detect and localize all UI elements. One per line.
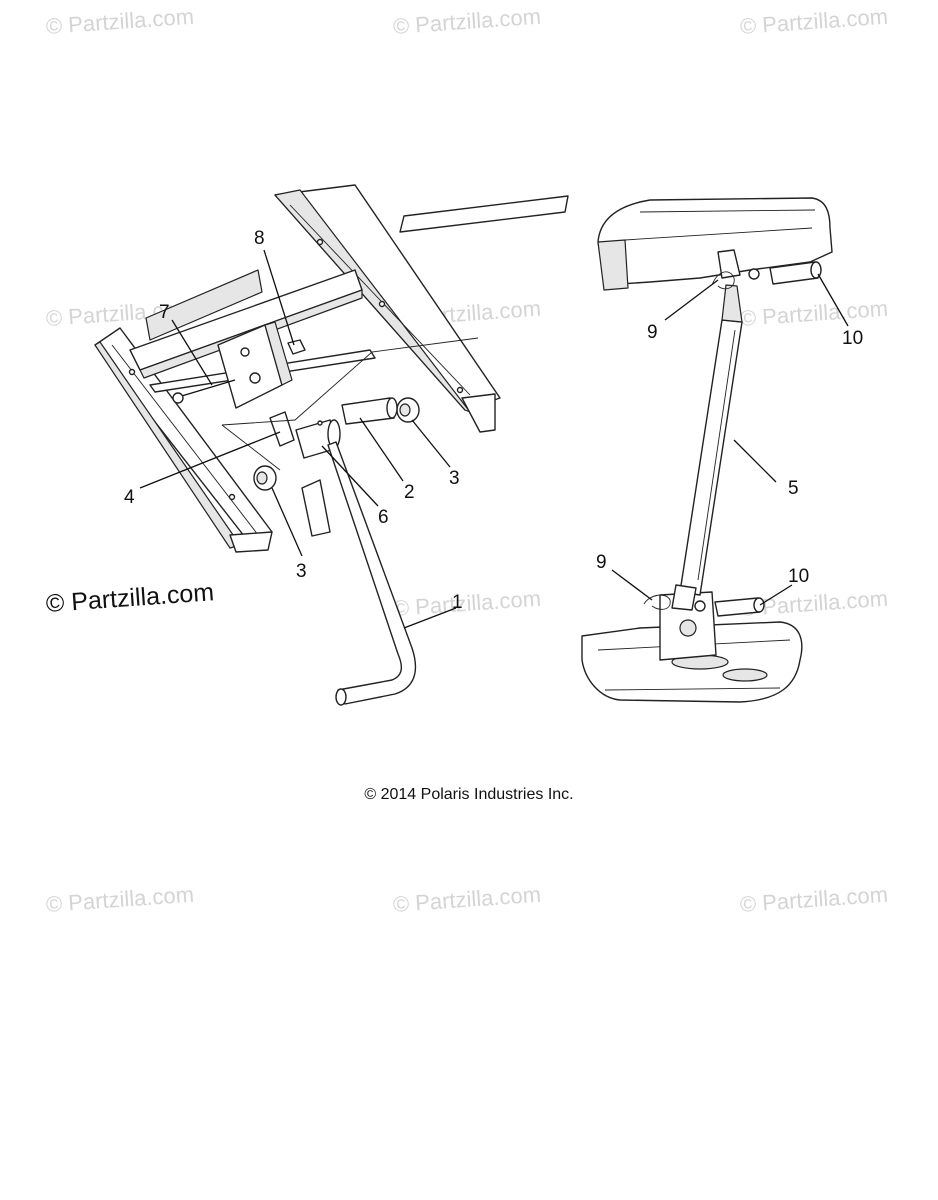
- callout-9: 9: [647, 322, 658, 343]
- gas-strut-part-5: [671, 284, 743, 611]
- callout-10: 10: [842, 328, 863, 349]
- callout-3: 3: [449, 468, 460, 489]
- callout-4: 4: [124, 487, 135, 508]
- lever-part-1: [327, 441, 417, 706]
- callout-8: 8: [254, 228, 265, 249]
- frame-rail-right-end: [461, 393, 496, 433]
- callout-5: 5: [788, 478, 799, 499]
- upper-mount-bracket: [717, 249, 741, 279]
- frame-assembly: [94, 184, 569, 553]
- frame-rail-left-end: [229, 531, 273, 553]
- frame-cross-tube-rear: [145, 269, 263, 341]
- callout-10: 10: [788, 566, 809, 587]
- clip-part-9-lower: [643, 594, 671, 610]
- callout-1: 1: [452, 592, 463, 613]
- copyright-notice: © 2014 Polaris Industries Inc.: [364, 786, 574, 803]
- pin-part-10-upper: [748, 261, 822, 285]
- clip-part-9-upper: [711, 271, 735, 290]
- rod-part-4: [172, 379, 236, 404]
- callout-3: 3: [296, 561, 307, 582]
- callout-2: 2: [404, 482, 415, 503]
- upper-bed-section: [597, 197, 833, 291]
- frame-cross-tube-far: [399, 195, 569, 233]
- callout-9: 9: [596, 552, 607, 573]
- pedal-tab: [301, 479, 331, 537]
- spacer-part-2: [341, 397, 398, 425]
- callout-6: 6: [378, 507, 389, 528]
- callout-7: 7: [159, 302, 170, 323]
- bracket-part-7: [217, 321, 293, 409]
- pivot-pin: [269, 411, 295, 447]
- lower-bed-section: [581, 591, 803, 703]
- pin-part-10-lower: [694, 597, 765, 617]
- callout-leaders: [139, 249, 849, 629]
- assembly-guide-line: [221, 337, 479, 426]
- bushing-part-3-left: [253, 465, 277, 491]
- pivot-sleeve-part-6: [295, 419, 341, 537]
- nut-part-8: [287, 339, 306, 355]
- bushing-part-3-right: [396, 397, 420, 423]
